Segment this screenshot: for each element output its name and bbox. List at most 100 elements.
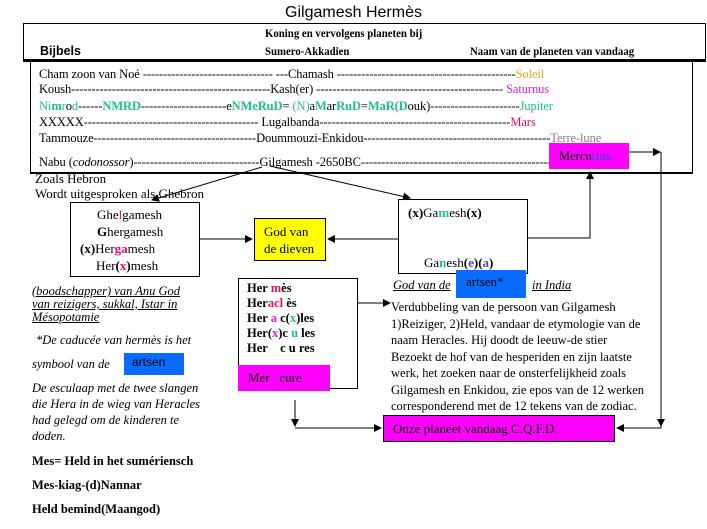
- variant-hergamesh: (x)Hergamesh: [80, 241, 155, 257]
- thieves-line-1: God van: [264, 224, 309, 239]
- verdubbeling-line: werk, het zoeken naar de onsterfelijkhei…: [391, 366, 626, 380]
- dashes: ----------------------------------------…: [363, 131, 551, 145]
- variant-highlight: x: [119, 258, 127, 273]
- biblical-name: Koush-----------------------------------…: [39, 82, 271, 96]
- variant-part: mesh: [127, 241, 156, 256]
- nimrod-part: R(: [385, 99, 399, 113]
- dashes: ----------------------------------------…: [319, 115, 511, 129]
- header-sumerian-line1: Koning en vervolgens planeten bij: [265, 26, 423, 40]
- hermes-part: )c: [278, 326, 292, 340]
- ganesh-part: ): [489, 255, 494, 270]
- arrow-right-column-to-planet: [616, 152, 662, 432]
- dashes: ---------------------e: [140, 99, 232, 113]
- dashes: ----------------------------------------…: [360, 155, 556, 169]
- artsen-star-label: artsen*: [456, 270, 526, 298]
- verdubbeling-line: corresponderend met de 12 tekens van de …: [391, 399, 637, 413]
- mercure-label: Mer cure: [238, 365, 330, 391]
- hermes-highlight: m: [270, 281, 282, 295]
- dashes: )-------------------------------: [129, 155, 260, 169]
- esculaap-line: De esculaap met de twee slangen: [32, 381, 199, 395]
- biblical-name: Nabu (: [39, 155, 73, 169]
- hebron-note-1: Zoals Hebron: [35, 171, 107, 186]
- nimrod-part: Ma: [367, 99, 386, 113]
- messenger-note: (boodschapper) van Anu God van reizigers…: [32, 285, 180, 324]
- gamesh-part: esh: [449, 205, 467, 220]
- ganesh-highlight: n: [439, 255, 447, 270]
- row-saturnus: Koush-----------------------------------…: [39, 82, 549, 97]
- mercurius-black: Mercu: [559, 149, 592, 163]
- variant-ghergamesh: Ghergamesh: [97, 224, 163, 240]
- nimrod-part: r: [61, 99, 66, 113]
- nimrod-part: o: [65, 99, 72, 113]
- variant-part: G: [97, 224, 108, 239]
- nimrod-part: m: [51, 99, 62, 113]
- row-terre-lune: Tammouze--------------------------------…: [39, 131, 601, 146]
- hermes-highlight: x: [289, 311, 297, 325]
- hermes-row-5: Her c u res: [247, 341, 315, 355]
- biblical-name: XXXXX-----------------------------------…: [39, 115, 262, 129]
- hermes-part: )les: [296, 311, 315, 325]
- hermes-part: c(: [276, 311, 290, 325]
- variant-part: Her: [95, 241, 115, 256]
- gamesh-top: (x)Gamesh(x): [408, 205, 482, 221]
- messenger-line: Mésopotamie: [32, 310, 100, 324]
- hermes-highlight: u: [291, 326, 299, 340]
- planet-name: Saturnus: [506, 82, 550, 96]
- sumerian-name: Lugalbanda: [261, 115, 320, 129]
- hermes-part: Her: [247, 281, 271, 295]
- nimrod-part: M: [314, 99, 327, 113]
- god-of-thieves-box: God van de dieven: [254, 218, 326, 261]
- nimrod-part: D: [398, 99, 408, 113]
- planet-name: Soleil: [515, 67, 545, 81]
- variant-highlight: l: [118, 207, 123, 222]
- esculaap-line: had gelegd om de kinderen te: [32, 413, 180, 427]
- ganesh-highlight: e: [468, 255, 474, 270]
- header-sumerian-line2: Sumero-Akkadien: [265, 44, 350, 58]
- hermes-part: Her(: [247, 326, 272, 340]
- row-gilgamesh: Nabu (codonossor)-----------------------…: [39, 155, 556, 170]
- ganesh-part: (: [463, 255, 469, 270]
- dashes: ----------------------------------------…: [336, 67, 516, 81]
- hermes-part: Her: [247, 296, 268, 310]
- header-planets-today: Naam van de planeten van vandaag: [470, 44, 635, 58]
- variant-part: gamesh: [122, 207, 163, 222]
- sumerian-name: Doummouzi-Enkidou: [256, 131, 364, 145]
- verdubbeling-line: Verdubbeling van de persoon van Gilgames…: [391, 300, 616, 314]
- hermes-row-1: Her mès: [247, 281, 292, 296]
- gamesh-part: (x): [466, 205, 482, 220]
- nimrod-part: Ni: [39, 99, 52, 113]
- nimrod-part: d: [71, 99, 79, 113]
- ganesh-part: esh: [446, 255, 464, 270]
- sumerian-name: Gilgamesh -2650BC: [259, 155, 361, 169]
- variant-part: Ghe: [97, 207, 119, 222]
- planet-name: Mars: [510, 115, 536, 129]
- row-mars: XXXXX-----------------------------------…: [39, 115, 536, 130]
- nimrod-part: NMe: [231, 99, 258, 113]
- nimrod-part: RuD: [257, 99, 283, 113]
- variant-ghelgamesh: Ghelgamesh: [97, 207, 162, 223]
- dashes: ----------------------: [430, 99, 520, 113]
- mes-line-1: Mes= Held in het sumériensch: [32, 454, 194, 468]
- variant-part: mesh: [130, 258, 159, 273]
- sumerian-name: Kash(er): [270, 82, 317, 96]
- hermes-highlight: a: [270, 311, 277, 325]
- gilgamesh-variants-box: [70, 202, 200, 277]
- ganesh-highlight: a: [482, 255, 490, 270]
- hermes-part: ès: [283, 296, 297, 310]
- caducee-note-1: *De caducée van hermès is het: [36, 333, 192, 347]
- gamesh-part: Ga: [423, 205, 439, 220]
- biblical-name-italic: codonossor: [72, 155, 130, 169]
- variant-part: gamesh: [123, 224, 164, 239]
- dashes: ------: [78, 99, 103, 113]
- header-biblical: Bijbels: [40, 44, 81, 58]
- mes-line-2: Mes-kiag-(d)Nannar: [32, 478, 142, 492]
- ganesh-part: Ga: [424, 255, 440, 270]
- arrow-gilgamesh-to-left-box: [151, 166, 263, 202]
- hermes-part: ès: [281, 281, 292, 295]
- planets-table: [30, 62, 693, 174]
- planet-name: Terre-lune: [550, 131, 602, 145]
- variant-part: ): [126, 258, 131, 273]
- verdubbeling-line: naam Heracles. Hij doodt de leeuw-de sti…: [391, 333, 608, 347]
- esculaap-line: die Hera in de wieg van Heracles: [32, 397, 201, 411]
